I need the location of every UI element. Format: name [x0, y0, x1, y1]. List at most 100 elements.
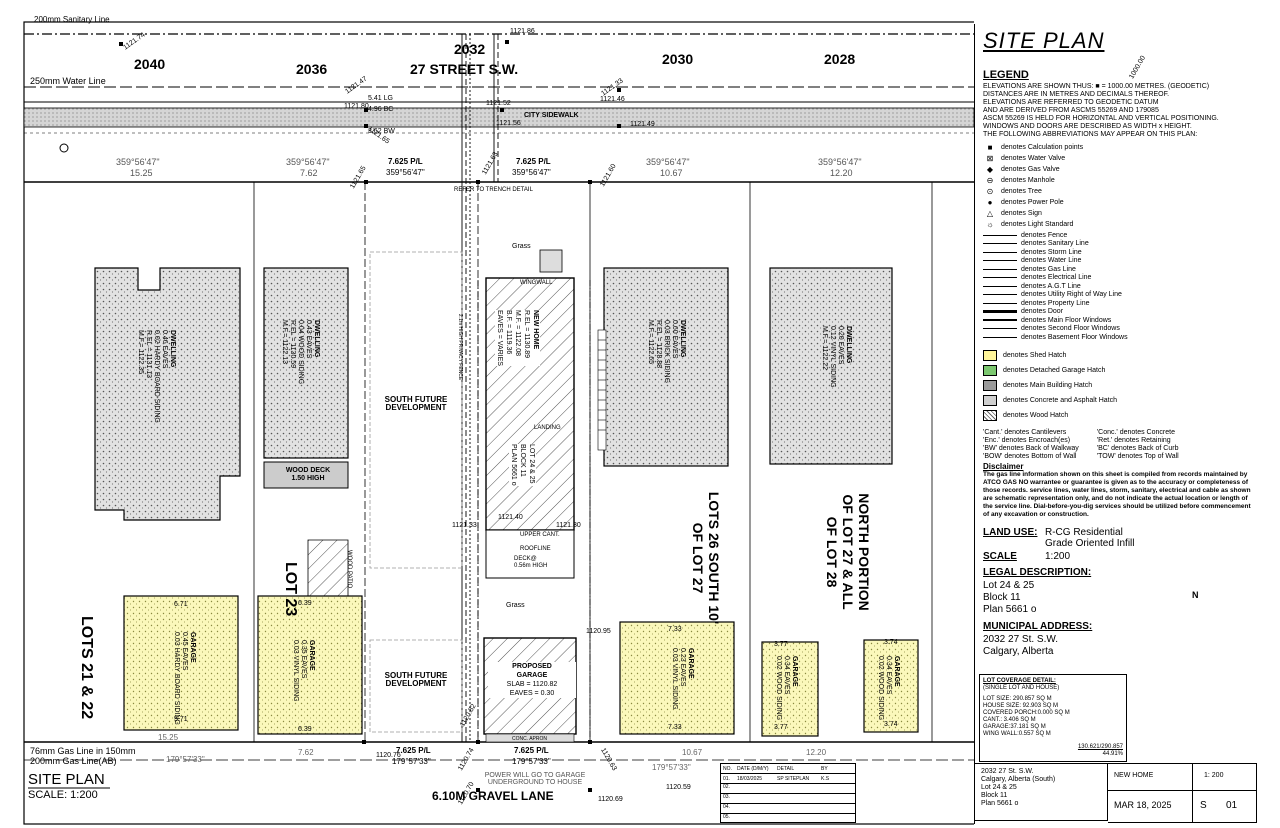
wingwall-label: WINGWALL [520, 280, 553, 286]
dwelling-main-floor: M.F.= 1122.65 [647, 320, 654, 365]
gas-line-icon [983, 268, 1017, 270]
line-legend: denotes Fence denotes Sanitary Line deno… [975, 231, 1257, 342]
scale-label: SCALE [983, 550, 1017, 562]
rev-header: DETAIL [777, 765, 795, 772]
garage-dim: 3.77 [774, 724, 788, 731]
proposed-garage-label: PROPOSED GARAGE SLAB = 1120.82 EAVES = 0… [488, 662, 576, 698]
land-use-desc: Grade Oriented Infill [1045, 537, 1135, 549]
garage-dim: 7.33 [668, 626, 682, 633]
legend-text: denotes Water Valve [1001, 155, 1066, 162]
legend-text: denotes Detached Garage Hatch [1003, 366, 1106, 374]
abbrev-text: 'Ret.' denotes Retaining [1096, 436, 1171, 444]
lot-label-23: LOT 23 [282, 562, 299, 617]
sidewalk-label: CITY SIDEWALK [524, 112, 579, 119]
garage-title: GARAGE [308, 640, 315, 671]
proposed-garage-slab: SLAB = 1120.82 [506, 681, 558, 688]
concrete-hatch-swatch [983, 394, 997, 406]
water-line-label: 250mm Water Line [30, 76, 106, 86]
rev-cell: 02. [721, 784, 855, 794]
fence-line-icon [983, 234, 1017, 236]
legend-row: denotes Property Line [983, 299, 1257, 308]
main-floor-window-icon [983, 319, 1017, 322]
legend-row: denotes Detached Garage Hatch [983, 363, 1257, 378]
grass-label: Grass [506, 602, 525, 609]
proposed-garage-title: PROPOSED [512, 663, 552, 670]
lane-name: 6.10M GRAVEL LANE [432, 789, 554, 803]
bearing-top: 359°56'47" [286, 157, 330, 167]
main-building-hatch-swatch [983, 379, 997, 391]
bearing-top: 359°56'47" [512, 168, 551, 177]
manhole-icon: ⊖ [986, 176, 994, 185]
legal-line: Plan 5661 o [983, 603, 1037, 615]
revision-row: 01. 18/03/2025 SP SITEPLAN K.S [721, 774, 855, 784]
garage-2040-label: GARAGE 0.45 EAVES 0.03 HARDY BOARD SIDIN… [172, 632, 196, 725]
dwelling-2030 [603, 267, 729, 467]
garage-title: GARAGE [893, 656, 900, 687]
lot-label-26: LOTS 26 SOUTH 10' OF LOT 27 [690, 491, 722, 625]
project-date: MAR 18, 2025 [1114, 800, 1172, 810]
frontage-top: 15.25 [130, 168, 153, 178]
shed-hatch-swatch [983, 349, 997, 361]
legend-note: ELEVATIONS ARE REFERRED TO GEODETIC DATU… [983, 99, 1159, 106]
wood-deck-title: WOOD DECK [285, 467, 331, 474]
dwelling-siding: 0.12 VINYL SIDING [829, 326, 836, 388]
frontage-top: 7.625 P/L [516, 157, 551, 166]
legend-row: denotes Utility Right of Way Line [983, 291, 1257, 300]
dwelling-siding: 0.03 BRICK SIDING [663, 320, 670, 384]
dwelling-main-floor: M.F.= 1122.13 [281, 320, 288, 365]
frontage-bottom: 7.625 P/L [514, 746, 549, 755]
legend-row: denotes Storm Line [983, 248, 1257, 257]
garage-title: GARAGE [687, 648, 694, 679]
rev-cell: K.S [821, 775, 830, 782]
hatch-legend: denotes Shed Hatch denotes Detached Gara… [975, 348, 1257, 423]
elevation-markers [119, 40, 621, 792]
rev-cell: 04. [721, 804, 855, 814]
sheet-letter: S [1200, 800, 1207, 811]
abbreviations: 'Cant.' denotes Cantilevers 'Enc.' denot… [983, 429, 1257, 461]
city-sidewalk [23, 107, 974, 128]
elevation-label: 1121.52 [486, 100, 511, 107]
municipal-heading: MUNICIPAL ADDRESS: [983, 620, 1093, 632]
rev-cell: 05. [723, 814, 730, 820]
new-home-main-floor: M.F. = 1122.08 [514, 310, 521, 356]
garage-dim: 7.33 [668, 724, 682, 731]
water-line-icon [983, 260, 1017, 262]
garage-2028b-label: GARAGE 0.34 EAVES 0.02 WOOD SIDING [876, 656, 900, 720]
rev-header: BY [821, 765, 828, 772]
revision-table: NO. DATE (D/M/Y) DETAIL BY 01. 18/03/202… [720, 763, 856, 823]
elevation-label: 1121.30 [556, 522, 581, 529]
gas-valve-icon: ◆ [986, 165, 994, 174]
property-line-icon [983, 302, 1017, 304]
coverage-line: COVERED PORCH:0.000 SQ M [983, 710, 1070, 716]
coverage-sub: (SINGLE LOT AND HOUSE) [983, 685, 1060, 691]
address-line: Lot 24 & 25 [981, 784, 1017, 791]
legend-text: denotes Gas Valve [1001, 166, 1060, 173]
abbrev-text: 'Cant.' denotes Cantilevers [983, 428, 1067, 436]
sidewalk-dim-2: 4.96 BC [368, 106, 394, 113]
house-number-2028: 2028 [824, 51, 856, 67]
bearing-top: 359°56'47" [116, 157, 160, 167]
legend-row: ⊙denotes Tree [983, 186, 1257, 197]
sheet-number: 01 [1226, 800, 1238, 811]
project-info: NEW HOME 1: 200 MAR 18, 2025 S 01 [1108, 763, 1257, 823]
wood-hatch-swatch [983, 409, 997, 421]
legend-note: ELEVATIONS ARE SHOWN THUS: ■ = 1000.00 M… [983, 83, 1210, 90]
legend-note: WINDOWS AND DOORS ARE DESCRIBED AS WIDTH… [983, 123, 1192, 130]
legend-row: ⊠denotes Water Valve [983, 153, 1257, 164]
revision-header: NO. DATE (D/M/Y) DETAIL BY [721, 764, 855, 774]
fences [477, 280, 591, 738]
dwelling-title: DWELLING [313, 320, 320, 358]
bearing-bottom: 179°57'33" [166, 755, 205, 764]
garage-dim: 6.39 [298, 726, 312, 733]
land-use-zoning: R-CG Residential [1045, 526, 1123, 538]
elevation-label: 1121.33 [452, 522, 477, 529]
elevation-label: 1121.80 [344, 103, 369, 110]
garage-2036-label: GARAGE 0.35 EAVES 0.03 VINYL SIDING [291, 640, 315, 702]
legend-text: denotes Gas Line [1021, 265, 1076, 273]
tree-icon: ⊙ [986, 187, 994, 196]
legend-row: denotes Main Floor Windows [983, 316, 1257, 325]
bearing-bottom: 179°57'33" [652, 763, 691, 772]
garage-siding: 0.02 WOOD SIDING [877, 656, 884, 721]
lot-block-lot: LOT 24 & 25 [528, 444, 535, 484]
garage-hatch-swatch [983, 364, 997, 376]
